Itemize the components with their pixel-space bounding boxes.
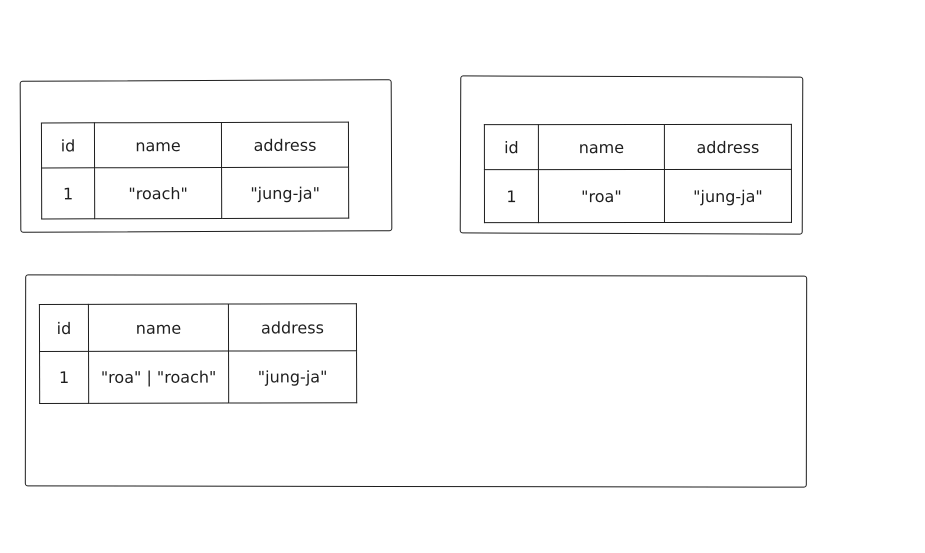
header-cell-id: id bbox=[41, 122, 95, 168]
cell-id-value: 1 bbox=[41, 167, 95, 219]
cell-address-value: "jung-ja" bbox=[664, 169, 792, 223]
cell-name-value: "roach" bbox=[94, 167, 222, 219]
header-cell-name: name bbox=[88, 304, 229, 352]
table-header-row: id name address bbox=[484, 124, 792, 170]
buffer-pool-box: id name address 1 "roach" "jung-ja" bbox=[19, 79, 393, 233]
cell-name-value: "roa" | "roach" bbox=[88, 351, 229, 404]
header-cell-address: address bbox=[664, 124, 792, 170]
undo-log-box: id name address 1 "roa" "jung-ja" bbox=[459, 75, 804, 235]
header-cell-name: name bbox=[94, 122, 222, 168]
header-cell-id: id bbox=[39, 304, 89, 352]
header-cell-address: address bbox=[221, 122, 349, 168]
undo-log-table: id name address 1 "roa" "jung-ja" bbox=[483, 123, 792, 224]
disc-table: id name address 1 "roa" | "roach" "jung-… bbox=[38, 303, 358, 405]
cell-id-value: 1 bbox=[484, 169, 539, 223]
cell-id-value: 1 bbox=[39, 351, 89, 404]
cell-address-value: "jung-ja" bbox=[228, 350, 357, 404]
buffer-pool-table: id name address 1 "roach" "jung-ja" bbox=[40, 121, 350, 220]
header-cell-address: address bbox=[228, 303, 357, 352]
cell-address-value: "jung-ja" bbox=[221, 167, 349, 219]
table-row: 1 "roa" "jung-ja" bbox=[484, 169, 792, 223]
table-header-row: id name address bbox=[41, 122, 349, 168]
table-row: 1 "roa" | "roach" "jung-ja" bbox=[39, 350, 357, 404]
table-header-row: id name address bbox=[39, 303, 357, 352]
header-cell-id: id bbox=[484, 124, 539, 170]
header-cell-name: name bbox=[538, 124, 665, 170]
cell-name-value: "roa" bbox=[538, 169, 665, 223]
disc-box: id name address 1 "roa" | "roach" "jung-… bbox=[24, 274, 808, 488]
table-row: 1 "roach" "jung-ja" bbox=[41, 167, 349, 219]
